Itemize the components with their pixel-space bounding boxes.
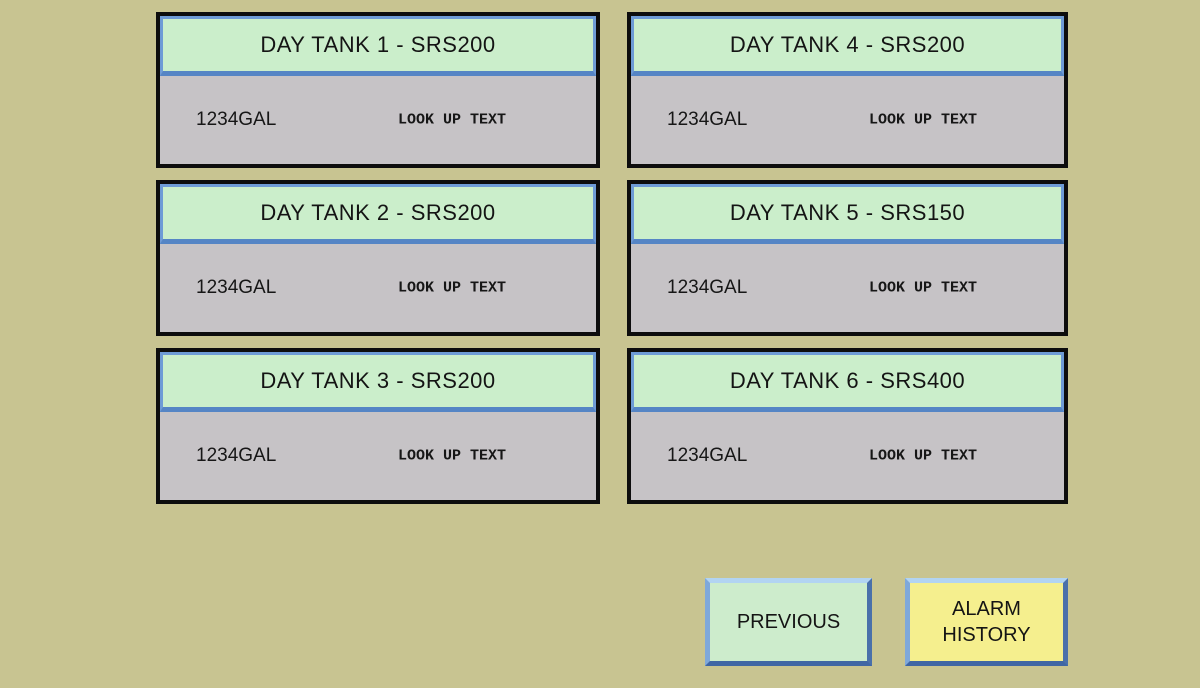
tank-title: DAY TANK 1 - SRS200 [260,32,496,57]
tank-lookup-text: LOOK UP TEXT [869,447,978,465]
tank-header: DAY TANK 5 - SRS150 [631,184,1064,244]
tank-panel-3[interactable]: DAY TANK 3 - SRS200 1234GAL LOOK UP TEXT [156,348,600,504]
tank-title: DAY TANK 3 - SRS200 [260,368,496,393]
tank-panel-6[interactable]: DAY TANK 6 - SRS400 1234GAL LOOK UP TEXT [627,348,1068,504]
tank-title: DAY TANK 6 - SRS400 [729,368,966,393]
tank-lookup-text: LOOK UP TEXT [398,279,507,297]
tank-title: DAY TANK 4 - SRS200 [729,32,966,57]
previous-button[interactable]: PREVIOUS [705,578,872,666]
alarm-history-label-line2: HISTORY [942,624,1031,646]
tank-level-value: 1234GAL [196,109,277,130]
tank-lookup-text: LOOK UP TEXT [869,111,978,129]
tank-lookup-text: LOOK UP TEXT [398,447,507,465]
tank-level-value: 1234GAL [667,277,748,298]
tank-level-value: 1234GAL [667,109,748,130]
tank-header: DAY TANK 1 - SRS200 [160,16,596,76]
tank-panel-2[interactable]: DAY TANK 2 - SRS200 1234GAL LOOK UP TEXT [156,180,600,336]
tank-level-value: 1234GAL [196,277,277,298]
tank-body: 1234GAL LOOK UP TEXT [160,76,596,164]
tank-lookup-text: LOOK UP TEXT [398,111,507,129]
tank-header: DAY TANK 6 - SRS400 [631,352,1064,412]
tank-body: 1234GAL LOOK UP TEXT [631,244,1064,332]
previous-button-label: PREVIOUS [736,611,841,633]
tank-panel-5[interactable]: DAY TANK 5 - SRS150 1234GAL LOOK UP TEXT [627,180,1068,336]
tank-title: DAY TANK 2 - SRS200 [260,200,496,225]
tank-level-value: 1234GAL [667,445,748,466]
tank-panel-1[interactable]: DAY TANK 1 - SRS200 1234GAL LOOK UP TEXT [156,12,600,168]
tank-header: DAY TANK 2 - SRS200 [160,184,596,244]
tank-body: 1234GAL LOOK UP TEXT [631,412,1064,500]
tank-body: 1234GAL LOOK UP TEXT [631,76,1064,164]
tank-lookup-text: LOOK UP TEXT [869,279,978,297]
tank-header: DAY TANK 3 - SRS200 [160,352,596,412]
tank-title: DAY TANK 5 - SRS150 [729,200,966,225]
tank-panel-4[interactable]: DAY TANK 4 - SRS200 1234GAL LOOK UP TEXT [627,12,1068,168]
tank-header: DAY TANK 4 - SRS200 [631,16,1064,76]
tank-body: 1234GAL LOOK UP TEXT [160,244,596,332]
alarm-history-label-line1: ALARM [952,598,1021,620]
tank-level-value: 1234GAL [196,445,277,466]
alarm-history-button[interactable]: ALARM HISTORY [905,578,1068,666]
tank-body: 1234GAL LOOK UP TEXT [160,412,596,500]
